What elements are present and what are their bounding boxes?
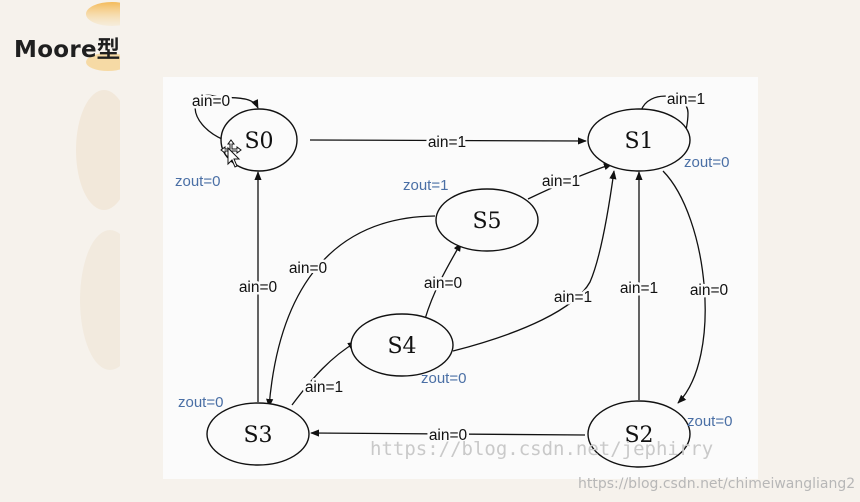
output-label-s1: zout=0: [684, 154, 729, 171]
edge-s5-s3: [266, 215, 436, 408]
edge-label-s2-s1: ain=1: [620, 280, 658, 297]
decorative-accent: [76, 2, 120, 370]
edge-label-s1-s2: ain=0: [690, 282, 729, 299]
state-label-s4: S4: [387, 334, 416, 359]
watermark-text: https://blog.csdn.net/jephirry: [370, 438, 713, 460]
edge-label-s4-s5: ain=0: [424, 275, 463, 292]
edge-label-s2-s3: ain=0: [429, 427, 468, 444]
edge-s4-s5: [424, 242, 462, 320]
output-label-s5: zout=1: [403, 177, 448, 194]
edge-label-s0-self: ain=0: [192, 93, 231, 110]
state-label-s1: S1: [624, 129, 653, 154]
state-label-s2: S2: [624, 423, 653, 448]
slide-title: Moore型: [14, 37, 121, 63]
output-label-s3: zout=0: [178, 394, 223, 411]
state-label-s0: S0: [244, 129, 273, 154]
edge-s1-s2: [662, 170, 706, 404]
edge-s4-s1: [452, 170, 617, 352]
edge-s5-s1: [527, 163, 613, 200]
state-diagram-canvas: S0 S1 S2 S3 S4 S5 zout=0 zout=0 zout=0 z…: [175, 89, 732, 468]
state-node-s4: [350, 313, 454, 377]
state-diagram: S0 S1 S2 S3 S4 S5 zout=0 zout=0 zout=0 z…: [163, 77, 758, 479]
edge-label-s5-s1: ain=1: [542, 173, 580, 190]
edge-label-s0-s1: ain=1: [428, 134, 466, 151]
edge-s3-s4: [291, 341, 357, 406]
edge-label-s5-s3: ain=0: [289, 260, 328, 277]
edge-label-s1-self: ain=1: [667, 91, 705, 108]
output-label-s4: zout=0: [421, 370, 466, 387]
state-label-s3: S3: [243, 423, 272, 448]
state-node-s2: [587, 400, 691, 468]
edge-s0-s1: [309, 137, 587, 145]
state-node-s3: [206, 402, 310, 466]
edge-s2-s3: [310, 429, 586, 437]
edge-label-s3-s4: ain=1: [305, 379, 343, 396]
state-node-s1: [587, 108, 691, 172]
state-node-s5: [435, 188, 539, 252]
output-label-s0: zout=0: [175, 173, 220, 190]
output-label-s2: zout=0: [687, 413, 732, 430]
edge-label-s4-s1: ain=1: [554, 289, 592, 306]
edge-label-s3-s0: ain=0: [239, 279, 278, 296]
edge-s0-self: [194, 94, 259, 141]
state-label-s5: S5: [472, 209, 501, 234]
